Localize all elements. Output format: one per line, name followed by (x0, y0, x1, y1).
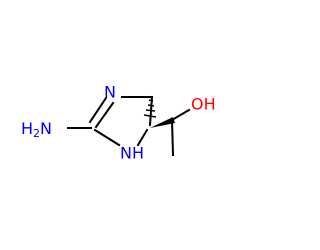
atom-label-ring-nh: NH (120, 144, 144, 163)
atom-label-amino-group: H2N (21, 119, 52, 140)
bond-side-methyl (170, 118, 175, 157)
atom-label-ring-nitrogen: N (104, 83, 116, 102)
structure-canvas: N H2N NH OH (21, 83, 216, 163)
bond-c5-n1 (136, 128, 149, 147)
bond-n1-c2 (93, 128, 121, 147)
bond-c2-n3-double-a (94, 101, 115, 129)
molecule-diagram: N H2N NH OH (21, 83, 216, 163)
bond-side-oh (170, 108, 191, 122)
stereo-wedge-bond (150, 117, 175, 128)
atom-label-hydroxyl: OH (191, 95, 216, 114)
bond-c2-n3-double-b (88, 96, 108, 124)
stereo-hash-bond (143, 99, 157, 118)
